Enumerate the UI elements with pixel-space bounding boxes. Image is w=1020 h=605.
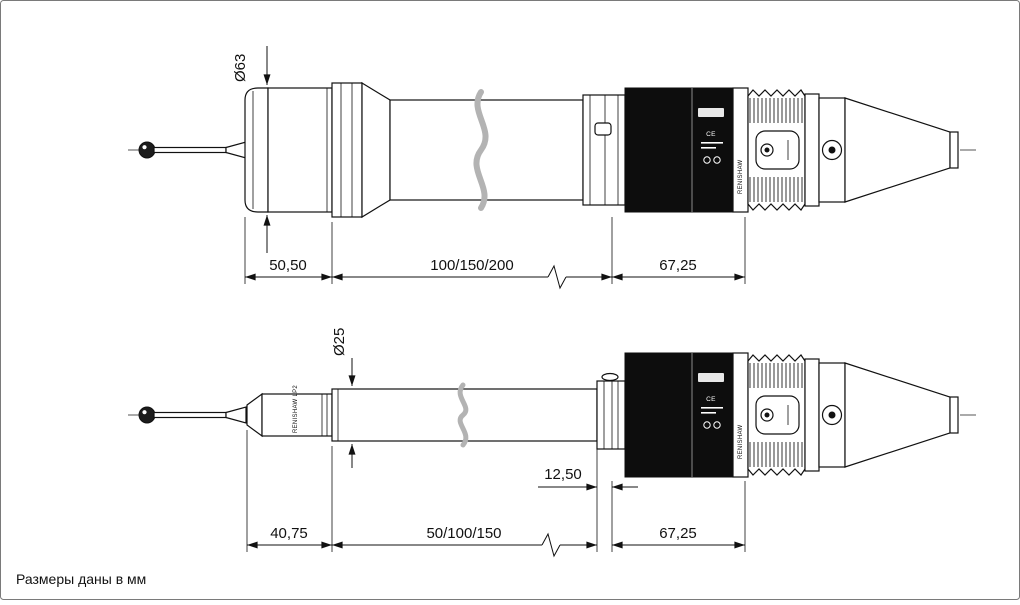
top-extension-bar bbox=[389, 99, 584, 201]
top-diameter-dimension: Ø63 bbox=[232, 46, 271, 253]
top-diameter-label: Ø63 bbox=[232, 54, 249, 82]
bottom-probe-marking: RENISHAW LP2 bbox=[293, 385, 299, 433]
top-break-squiggle bbox=[473, 89, 489, 211]
bottom-dim-front: 40,75 bbox=[270, 525, 308, 542]
bottom-length-dimensions: 40,75 50/100/150 67,25 bbox=[246, 430, 746, 558]
top-dim-rear: 67,25 bbox=[659, 257, 697, 274]
top-shoulder-taper bbox=[361, 81, 391, 219]
top-dim-extension: 100/150/200 bbox=[430, 257, 513, 274]
bottom-dim-rear: 67,25 bbox=[659, 525, 697, 542]
top-coupling-clip bbox=[594, 122, 612, 136]
top-dimline-break bbox=[547, 264, 567, 290]
top-probe-body bbox=[267, 87, 333, 213]
bottom-dim-extension: 50/100/150 bbox=[426, 525, 501, 542]
top-probe-dome bbox=[244, 87, 269, 213]
top-coupling bbox=[582, 94, 626, 206]
bottom-diameter-dimension: Ø25 bbox=[331, 328, 356, 468]
bottom-diameter-label: Ø25 bbox=[331, 328, 348, 356]
bottom-drawing: RENISHAW LP2 Ø25 12,50 bbox=[127, 328, 977, 558]
top-dim-front: 50,50 bbox=[269, 257, 307, 274]
bottom-break-squiggle bbox=[457, 382, 469, 448]
units-note: Размеры даны в мм bbox=[16, 571, 146, 587]
bottom-dim-offset: 12,50 bbox=[544, 466, 582, 483]
bottom-stylus bbox=[138, 406, 247, 424]
bottom-dimline-break bbox=[541, 532, 561, 558]
top-stylus bbox=[138, 141, 247, 159]
bottom-probe-nose bbox=[246, 392, 263, 438]
bottom-offset-dimension: 12,50 bbox=[538, 446, 638, 552]
bottom-coupling bbox=[596, 380, 626, 450]
top-drawing: Ø63 50,50 100/150/200 67,25 bbox=[127, 46, 977, 290]
top-length-dimensions: 50,50 100/150/200 67,25 bbox=[244, 217, 746, 290]
bottom-rear-assembly bbox=[624, 352, 959, 478]
top-flange-collar bbox=[331, 82, 363, 218]
bottom-coupling-boss bbox=[601, 372, 619, 382]
top-rear-assembly bbox=[624, 87, 959, 213]
